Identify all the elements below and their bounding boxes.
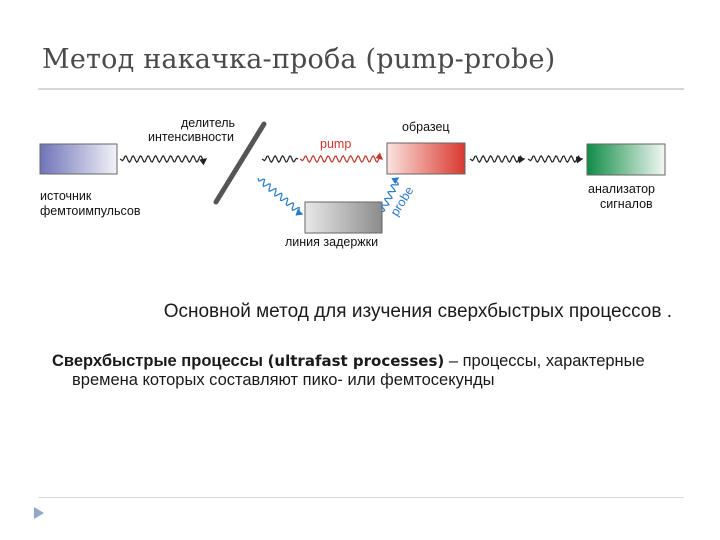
femtosecond-source-box bbox=[39, 143, 118, 175]
sample-box bbox=[386, 142, 466, 175]
definition-term-english: (ultrafast processes) bbox=[267, 352, 445, 370]
beam-splitter-right bbox=[261, 154, 299, 164]
beam-sample-to-analyzer-1 bbox=[469, 154, 526, 164]
probe-beam-to-delay bbox=[257, 177, 304, 216]
footer-divider bbox=[38, 497, 684, 498]
definition-term: Сверхбыстрые процессы bbox=[52, 352, 263, 370]
main-statement: Основной метод для изучения сверхбыстрых… bbox=[163, 301, 672, 322]
analyzer-label-line2: сигналов bbox=[600, 197, 653, 211]
beam-sample-to-analyzer-2 bbox=[527, 154, 584, 164]
source-label-line1: источник bbox=[40, 189, 92, 203]
beam-source-to-splitter bbox=[119, 154, 208, 166]
beam-splitter bbox=[213, 121, 267, 205]
slide-nav-arrow-icon[interactable] bbox=[33, 506, 45, 520]
analyzer-label-line1: анализатор bbox=[588, 182, 655, 196]
signal-analyzer-box bbox=[586, 143, 666, 176]
pump-beam bbox=[299, 152, 384, 164]
splitter-label-line1: делитель bbox=[181, 116, 235, 130]
source-label-line2: фемтоимпульсов bbox=[40, 204, 141, 218]
pump-probe-diagram: делитель интенсивности pump образец исто… bbox=[39, 116, 666, 249]
sample-label: образец bbox=[402, 120, 450, 134]
title-divider bbox=[38, 88, 684, 90]
probe-beam-to-sample bbox=[381, 177, 400, 213]
definition-body: – процессы, характерные времена которых … bbox=[72, 352, 645, 389]
pump-label: pump bbox=[320, 137, 351, 151]
slide-title: Метод накачка-проба (pump-probe) bbox=[42, 44, 556, 75]
definition-paragraph: Сверхбыстрые процессы (ultrafast process… bbox=[52, 352, 672, 390]
delay-line-box bbox=[304, 201, 383, 234]
splitter-label-line2: интенсивности bbox=[148, 130, 234, 144]
probe-label: probe bbox=[388, 184, 417, 219]
delay-line-label: линия задержки bbox=[285, 235, 378, 249]
